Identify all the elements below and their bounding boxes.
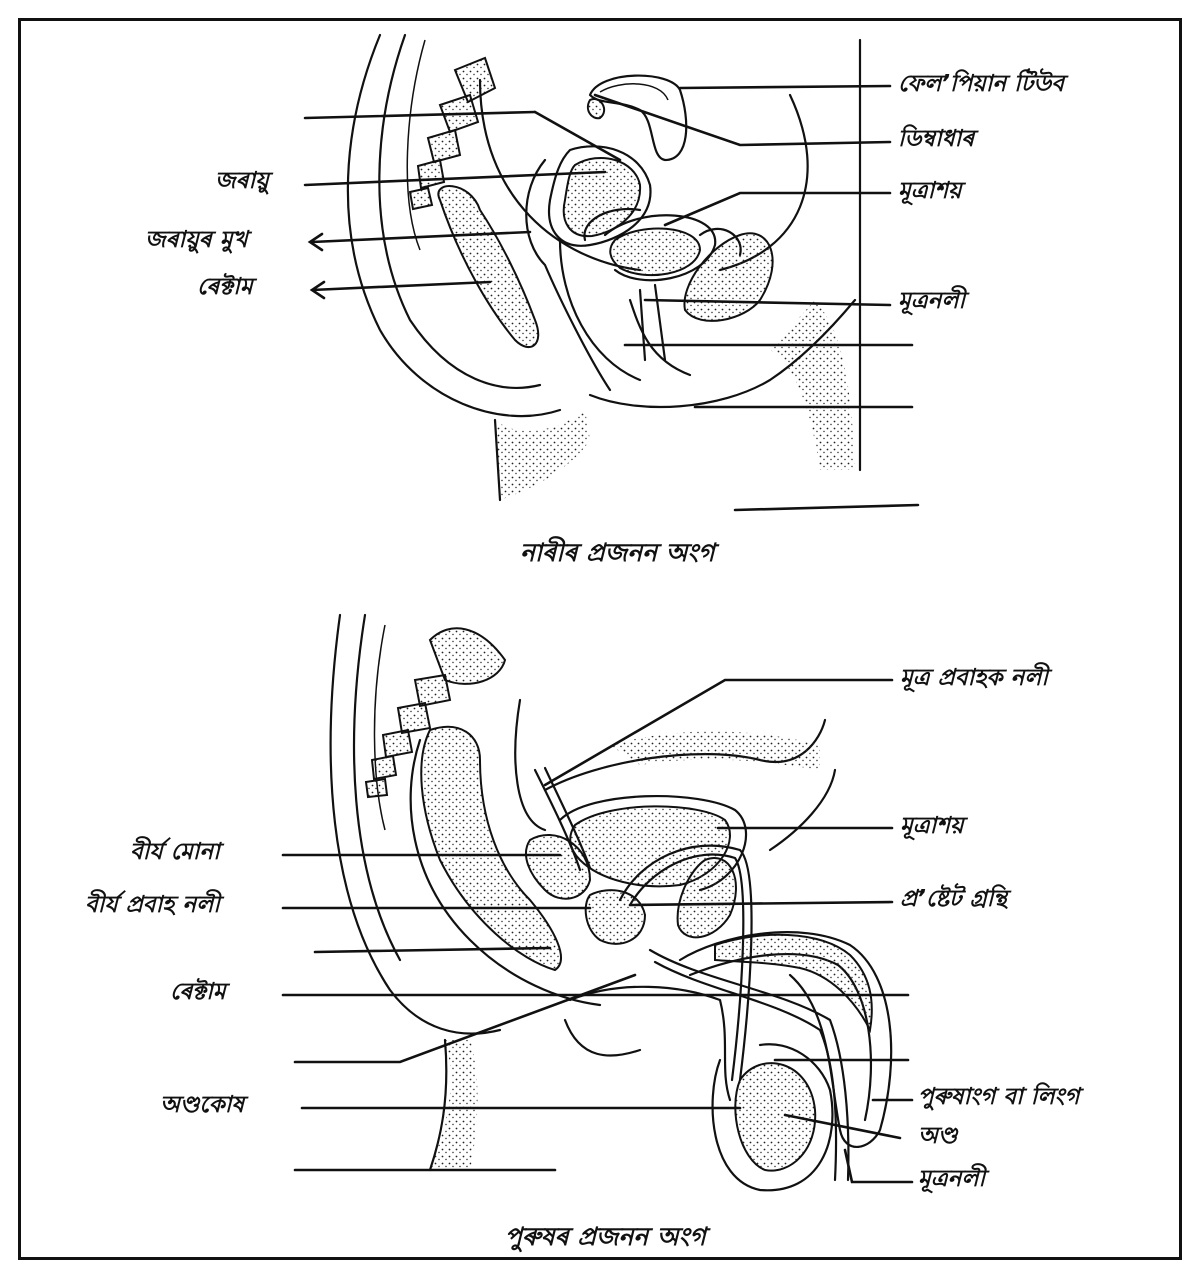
label-ureter: মূত্ৰ প্ৰবাহক নলী	[900, 667, 1048, 690]
male-testis-shape	[735, 1063, 815, 1171]
label-penis: পুৰুষাংগ বা লিংগ	[918, 1086, 1079, 1109]
label-fallopian-tube: ফেল’পিয়ান টিউব	[898, 73, 1064, 96]
label-female-rectum: ৰেক্টাম	[197, 276, 253, 299]
label-female-bladder: মূত্ৰাশয়	[898, 180, 962, 203]
label-ovary: ডিম্বাধাৰ	[898, 128, 974, 151]
label-scrotum: অণ্ডকোষ	[160, 1094, 244, 1117]
label-uterus: জৰায়ু	[215, 170, 269, 193]
female-diagram	[348, 35, 860, 500]
label-testis: অণ্ড	[918, 1125, 957, 1148]
label-male-urethra: মূত্ৰনলী	[918, 1168, 985, 1191]
label-seminal-vesicle: বীৰ্য মোনা	[130, 841, 220, 864]
female-caption: নাৰীৰ প্ৰজনন অংগ	[520, 540, 715, 565]
label-male-rectum: ৰেক্টাম	[170, 981, 226, 1004]
label-male-bladder: মূত্ৰাশয়	[900, 815, 964, 838]
male-caption: পুৰুষৰ প্ৰজনন অংগ	[505, 1224, 706, 1249]
leader-lines	[283, 86, 918, 1182]
label-prostate: প্ৰ’ষ্টেট গ্ৰন্থি	[900, 888, 1007, 911]
male-prostate	[586, 890, 645, 944]
label-vas-deferens: বীৰ্য প্ৰবাহ নলী	[85, 894, 220, 917]
female-bladder-shape	[610, 229, 700, 276]
label-cervix: জৰায়ুৰ মুখ	[145, 229, 248, 252]
label-female-urethra: মূত্ৰনলী	[898, 290, 965, 313]
female-uterus-shape	[564, 158, 640, 236]
